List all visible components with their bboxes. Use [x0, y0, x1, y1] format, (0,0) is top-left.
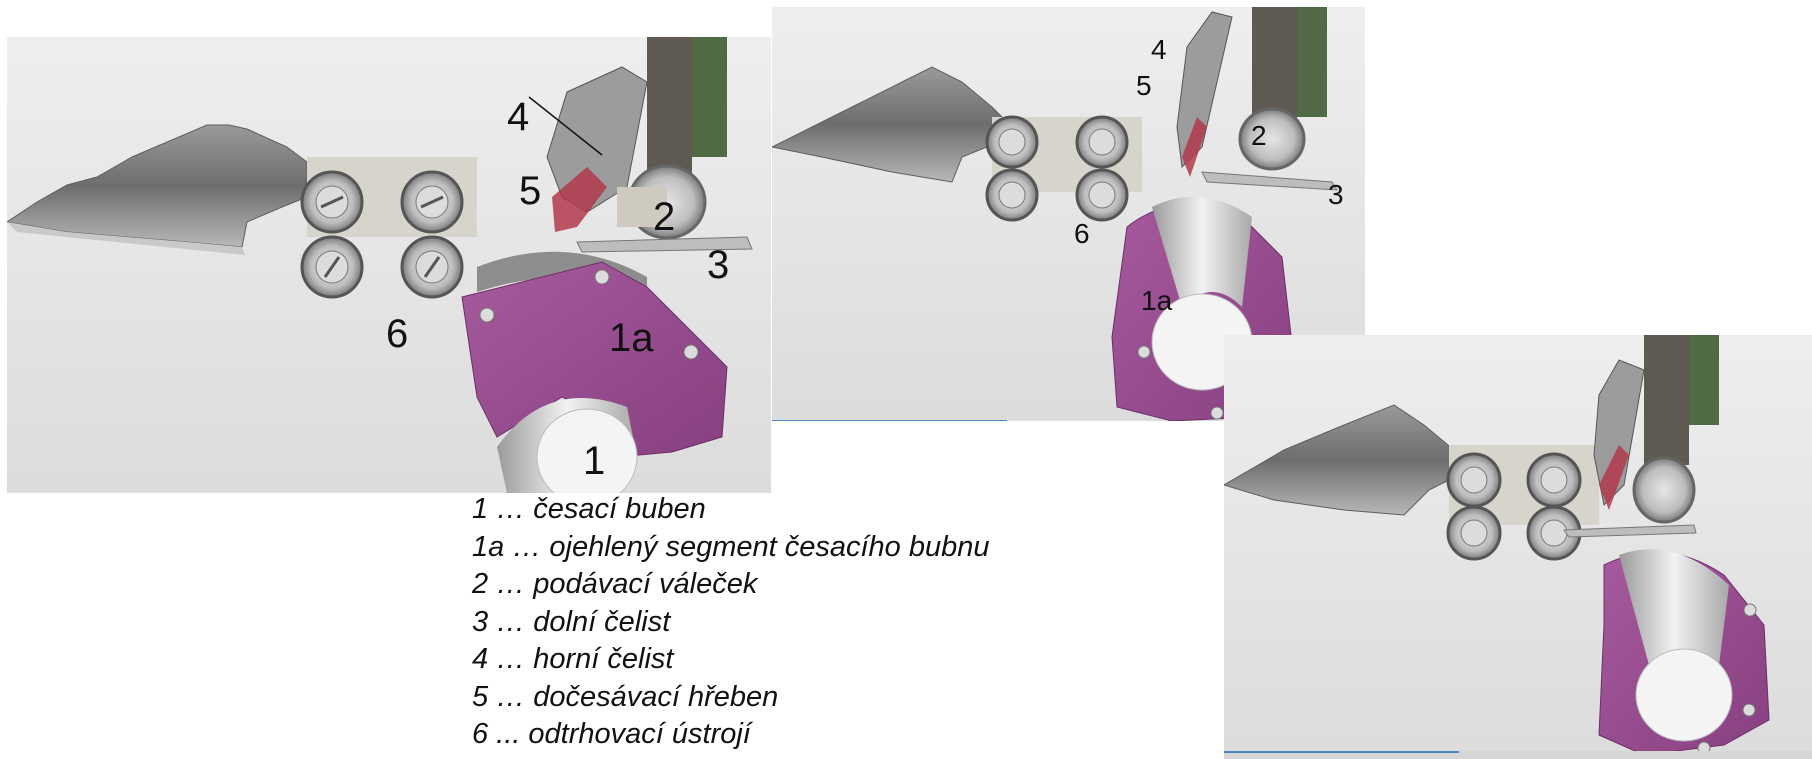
callout-5: 5: [1136, 72, 1152, 100]
legend-item: 2 … podávací váleček: [472, 566, 1092, 604]
diagram-panel-main: 1 1a 2 3 4 5 6: [7, 37, 771, 493]
callout-1a: 1a: [609, 318, 654, 358]
callout-3: 3: [1328, 181, 1344, 209]
combing-machine-illustration-3: [1224, 335, 1812, 759]
callout-2: 2: [653, 197, 675, 237]
callout-3: 3: [707, 245, 729, 285]
callout-1: 1: [583, 441, 605, 481]
callout-5: 5: [519, 171, 541, 211]
legend-item: 6 ... odtrhovací ústrojí: [472, 716, 1092, 754]
callout-4: 4: [1151, 36, 1167, 64]
callout-4: 4: [507, 97, 529, 137]
legend-item: 1a … ojehlený segment česacího bubnu: [472, 529, 1092, 567]
callout-2: 2: [1251, 122, 1267, 150]
callout-6: 6: [1074, 220, 1090, 248]
legend-item: 3 … dolní čelist: [472, 604, 1092, 642]
combing-machine-illustration: [7, 37, 771, 493]
callout-6: 6: [386, 314, 408, 354]
diagram-panel-bottom-right: [1224, 335, 1812, 759]
callout-1a: 1a: [1141, 287, 1172, 315]
legend-item: 5 … dočesávací hřeben: [472, 679, 1092, 717]
legend-item: 1 … česací buben: [472, 491, 1092, 529]
legend: 1 … česací buben 1a … ojehlený segment č…: [472, 491, 1092, 754]
legend-item: 4 … horní čelist: [472, 641, 1092, 679]
